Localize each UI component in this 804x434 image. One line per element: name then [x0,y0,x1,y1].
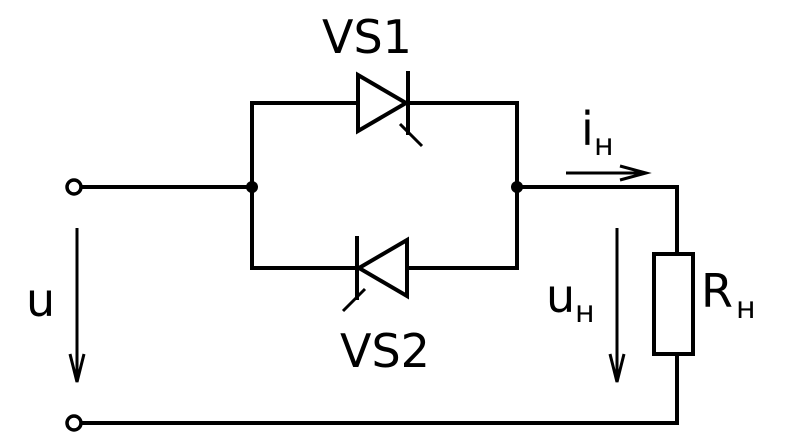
load-current-subscript: н [594,128,614,163]
load-resistor-subscript: н [736,291,756,326]
output-wire-top [515,185,679,256]
load-voltage-arrow [608,228,626,383]
junction-left [246,181,258,193]
input-voltage-arrow [68,228,86,383]
load-current-arrow [566,164,652,182]
load-resistor-symbol [652,252,695,356]
input-terminal-top [65,178,83,196]
load-resistor-label: R [701,264,733,318]
load-current-label: i [581,102,594,156]
thyristor-vs2-symbol [341,236,409,313]
return-wire-bottom [78,352,679,425]
junction-right [511,181,523,193]
vs1-label: VS1 [322,10,412,64]
vs2-label: VS2 [340,324,430,378]
load-voltage-subscript: н [575,295,595,330]
thyristor-vs1-symbol [356,71,424,148]
load-voltage-label: u [546,269,575,323]
input-voltage-label: u [26,273,55,327]
input-terminal-bottom [65,414,83,432]
